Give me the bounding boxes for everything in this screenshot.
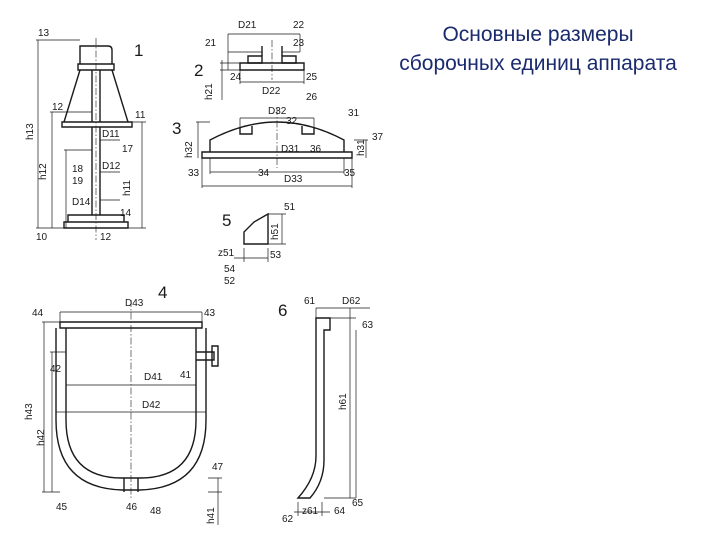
dim-label: h41 bbox=[206, 507, 217, 524]
dim-label: 10 bbox=[36, 232, 48, 243]
dim-label: 35 bbox=[344, 168, 356, 179]
dim-label: h11 bbox=[122, 180, 133, 196]
slide-title: Основные размеры сборочных единиц аппара… bbox=[368, 20, 708, 78]
dim-label: 31 bbox=[348, 108, 360, 119]
dim-label: h43 bbox=[24, 403, 35, 420]
dim-label: D32 bbox=[268, 106, 287, 117]
dim-label: h12 bbox=[38, 163, 49, 180]
dim-label: 63 bbox=[362, 320, 374, 331]
dim-label: h61 bbox=[338, 393, 349, 410]
dim-label: z51 bbox=[218, 248, 235, 259]
title-line-2: сборочных единиц аппарата bbox=[399, 52, 677, 75]
dim-label: 42 bbox=[50, 364, 62, 375]
dim-label: h51 bbox=[270, 223, 281, 240]
dim-label: 25 bbox=[306, 72, 318, 83]
dim-label: D21 bbox=[238, 20, 257, 31]
dim-label: D22 bbox=[262, 86, 281, 97]
dim-label: 52 bbox=[224, 276, 236, 287]
dim-label: 24 bbox=[230, 72, 242, 83]
dim-label: 14 bbox=[120, 208, 132, 219]
dim-label: 62 bbox=[282, 514, 294, 525]
dim-label: 46 bbox=[126, 502, 138, 513]
dim-label: 61 bbox=[304, 296, 316, 307]
unit-3-lid: 3 D32 32 31 h32 h31 D31 36 D33 33 34 35 … bbox=[172, 106, 384, 188]
unit-2-flange: 2 D21 21 22 23 24 25 h21 D22 26 bbox=[194, 20, 318, 103]
unit-2-number: 2 bbox=[194, 61, 203, 80]
dim-label: D12 bbox=[102, 161, 121, 172]
unit-1-number: 1 bbox=[134, 41, 143, 60]
dim-label: 64 bbox=[334, 506, 346, 517]
dim-label: 11 bbox=[135, 110, 146, 121]
dim-label: 37 bbox=[372, 132, 384, 143]
unit-4-vessel: 4 D43 43 44 h43 h42 D41 D42 42 41 46 45 … bbox=[24, 283, 224, 525]
dim-label: 18 bbox=[72, 164, 84, 175]
dim-label: z61 bbox=[302, 506, 319, 517]
dim-label: 44 bbox=[32, 308, 44, 319]
dim-label: 36 bbox=[310, 144, 322, 155]
dim-label: 53 bbox=[270, 250, 282, 261]
dim-label: D42 bbox=[142, 400, 161, 411]
dim-label: 65 bbox=[352, 498, 364, 509]
dim-label: 34 bbox=[258, 168, 270, 179]
unit-5-number: 5 bbox=[222, 211, 231, 230]
dim-label: h42 bbox=[36, 429, 47, 446]
dim-label: 32 bbox=[286, 116, 298, 127]
dim-label: D33 bbox=[284, 174, 303, 185]
dim-label: 43 bbox=[204, 308, 216, 319]
dim-label: h13 bbox=[25, 123, 36, 140]
dim-label: D31 bbox=[281, 144, 300, 155]
unit-5-bracket: 5 51 h51 z51 53 54 52 bbox=[218, 202, 296, 287]
dim-label: 54 bbox=[224, 264, 236, 275]
dim-label: D11 bbox=[102, 129, 120, 140]
dim-label: 45 bbox=[56, 502, 68, 513]
dim-label: D41 bbox=[144, 372, 163, 383]
dim-label: 41 bbox=[180, 370, 192, 381]
dim-label: 48 bbox=[150, 506, 162, 517]
dim-label: 13 bbox=[38, 28, 50, 39]
dim-label: D62 bbox=[342, 296, 361, 307]
dim-label: 23 bbox=[293, 38, 305, 49]
dim-label: 12 bbox=[52, 102, 64, 113]
dim-label: D43 bbox=[125, 298, 144, 309]
unit-3-number: 3 bbox=[172, 119, 181, 138]
dim-label: 21 bbox=[205, 38, 217, 49]
dim-label: 12 bbox=[100, 232, 112, 243]
unit-4-number: 4 bbox=[158, 283, 167, 302]
unit-1-drive: 1 13 12 11 14 10 12 h13 h12 h11 D11 D12 … bbox=[25, 28, 146, 243]
dim-label: 51 bbox=[284, 202, 296, 213]
dim-label: 47 bbox=[212, 462, 224, 473]
dim-label: D14 bbox=[72, 197, 91, 208]
dim-label: 22 bbox=[293, 20, 305, 31]
dim-label: h31 bbox=[356, 139, 367, 156]
dim-label: 17 bbox=[122, 144, 134, 155]
dim-label: h32 bbox=[184, 141, 195, 158]
unit-6-number: 6 bbox=[278, 301, 287, 320]
dim-label: 33 bbox=[188, 168, 200, 179]
dim-label: 19 bbox=[72, 176, 84, 187]
dim-label: 26 bbox=[306, 92, 318, 103]
dim-label: h21 bbox=[204, 83, 215, 100]
title-line-1: Основные размеры bbox=[442, 23, 634, 46]
unit-6-baffle: 6 D62 61 63 h61 z61 62 64 65 bbox=[278, 296, 374, 525]
